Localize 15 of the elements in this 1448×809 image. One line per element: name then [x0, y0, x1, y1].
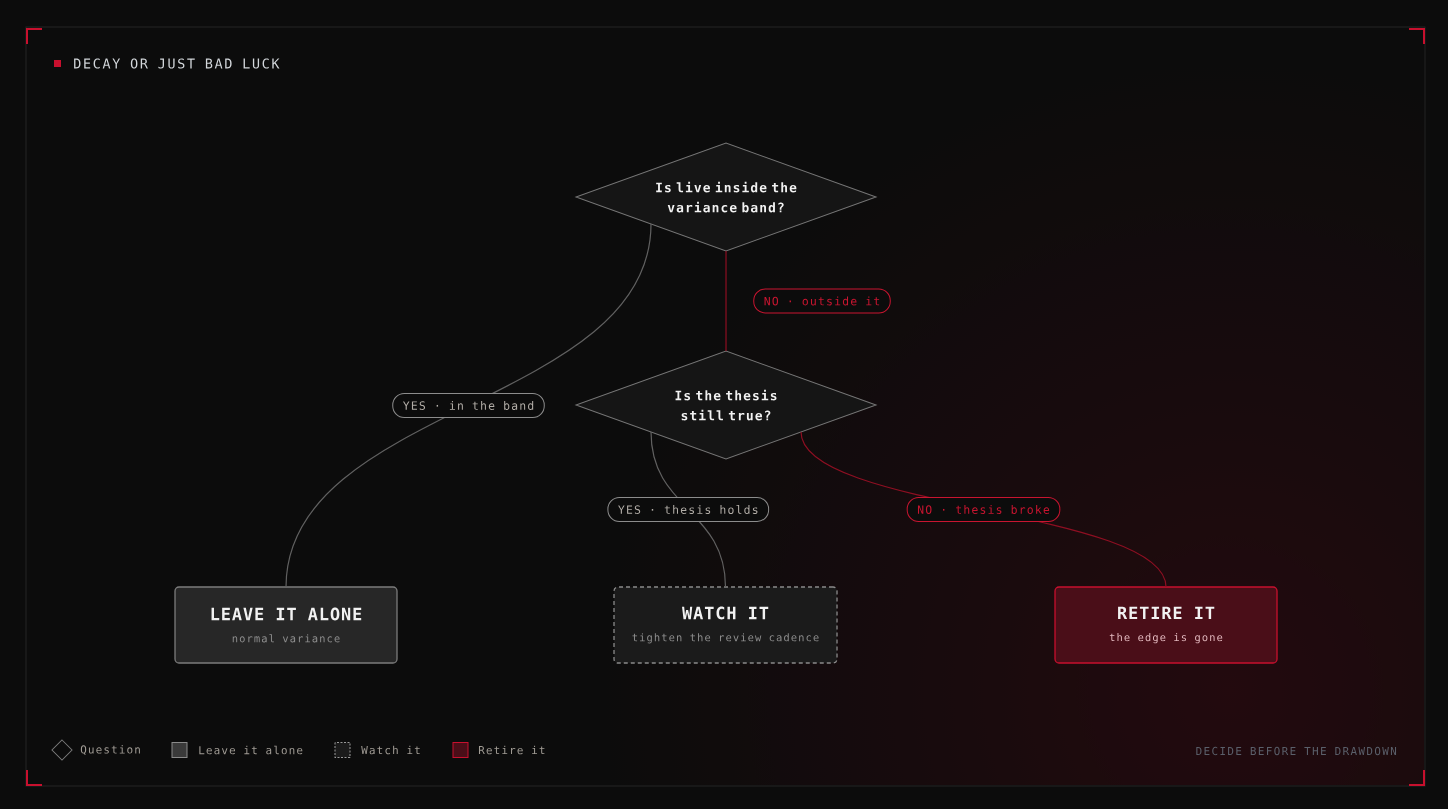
outcome-box: WATCH IT tighten the review cadence — [613, 586, 838, 664]
legend-label: Watch it — [361, 745, 420, 755]
edge-label: YES · thesis holds — [607, 497, 770, 522]
outcome-box: RETIRE IT the edge is gone — [1054, 586, 1278, 664]
legend-label: Retire it — [479, 745, 545, 755]
edge-label: YES · in the band — [392, 393, 545, 418]
legend-label: Leave it alone — [199, 745, 303, 755]
outcome-box: LEAVE IT ALONE normal variance — [174, 586, 398, 664]
connector — [725, 250, 727, 352]
connector — [285, 223, 652, 588]
edge-label: NO · thesis broke — [906, 497, 1061, 522]
footer-note: DECIDE BEFORE THE DRAWDOWN — [1196, 746, 1397, 756]
edge-label: NO · outside it — [753, 288, 891, 314]
legend-label: Question — [80, 745, 140, 755]
title: DECAY OR JUST BAD LUCK — [74, 58, 280, 69]
